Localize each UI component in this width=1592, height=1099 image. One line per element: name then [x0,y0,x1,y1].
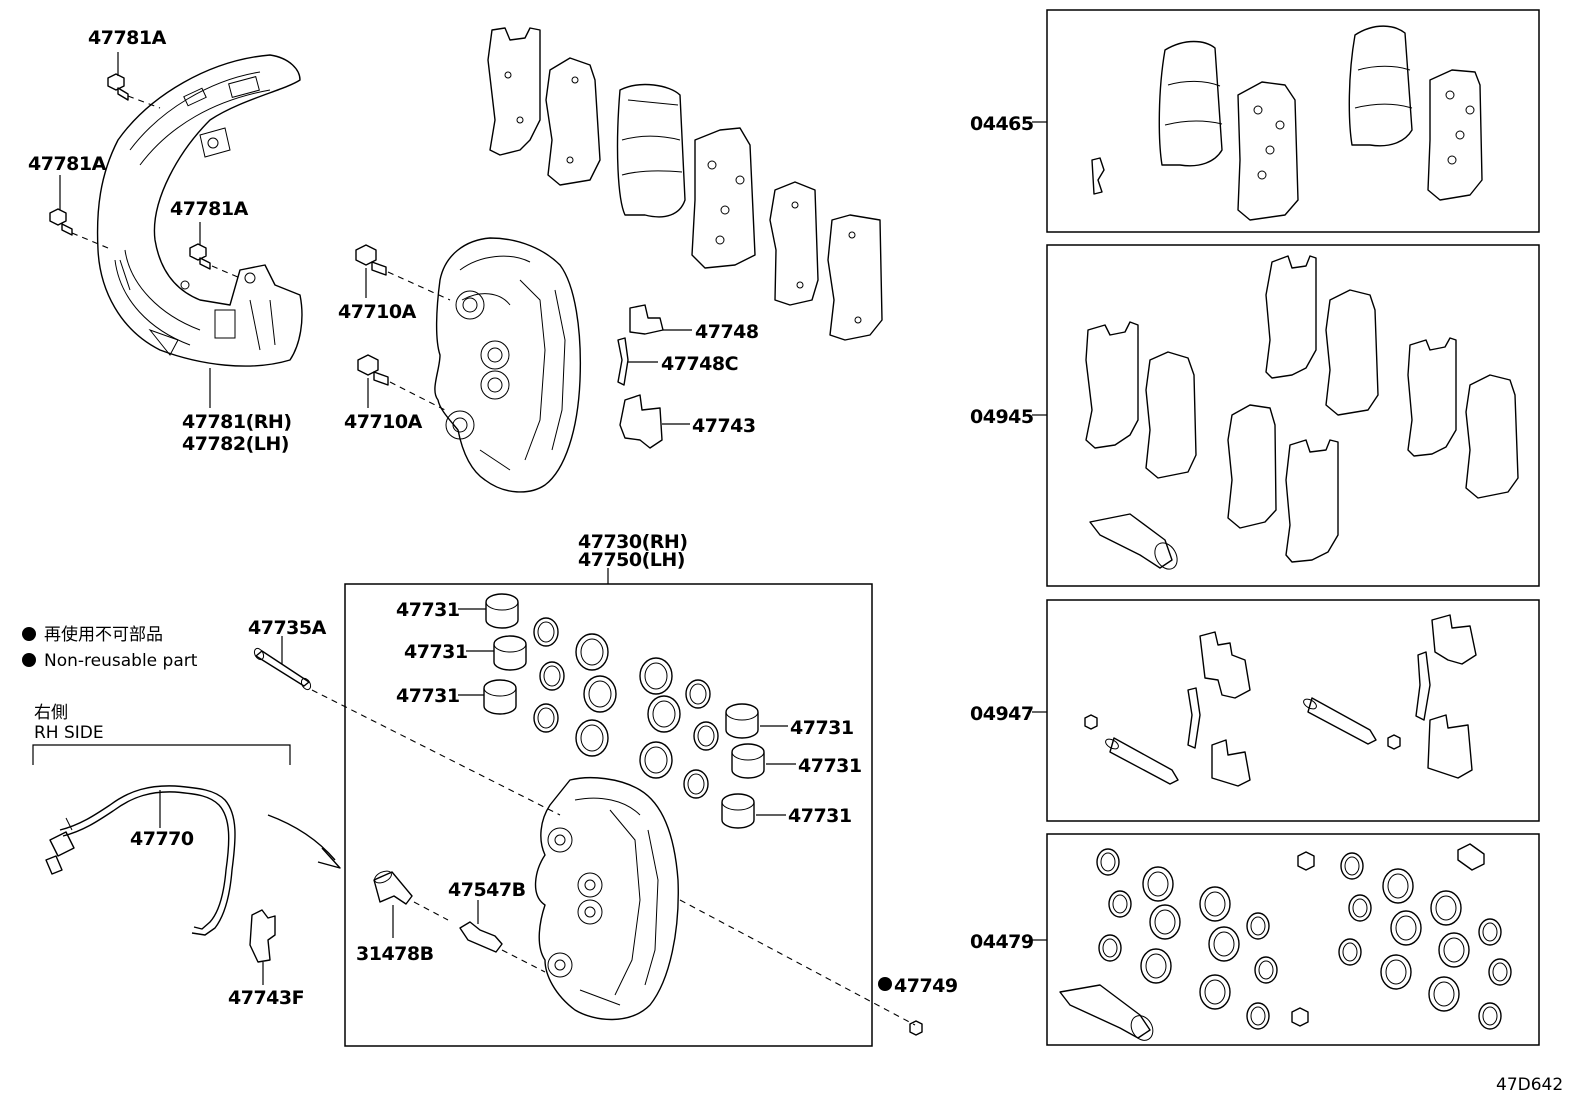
label-47781A-top: 47781A [88,27,167,49]
caliper-bracket-drawing [434,237,582,493]
label-47710A-upper: 47710A [338,301,417,323]
clip-47748C-drawing [617,337,658,386]
label-dust-cover-rh: 47781(RH) [182,411,292,433]
clip-47743-drawing [619,394,690,449]
bushing-31478B-drawing [373,870,449,921]
label-kit-04945: 04945 [970,406,1034,428]
label-47731-a: 47731 [396,599,460,621]
label-47710A-lower: 47710A [344,411,423,433]
rh-side-jp: 右側 [34,703,68,723]
label-caliper-rh: 47730(RH) [578,531,688,553]
legend-bullet-jp-icon [22,627,36,641]
piston-seal-set [483,593,765,829]
clip-47743F-drawing [249,909,276,963]
direction-arrow [267,814,336,861]
label-kit-04465: 04465 [970,113,1034,135]
kit-04947-fittings [1084,614,1477,787]
label-dust-cover-lh: 47782(LH) [182,433,289,455]
label-47748: 47748 [695,321,759,343]
diagram-code: 47D642 [1496,1075,1563,1095]
label-kit-04947: 04947 [970,703,1034,725]
kit-04945-shims [1085,255,1519,570]
legend-en: Non-reusable part [44,651,198,671]
clip-47748-drawing [629,304,692,335]
kit-04465-pads [1091,25,1483,221]
dust-cover-drawing [96,54,303,367]
bleeder-47547B-drawing [459,921,546,973]
label-47731-e: 47731 [798,755,862,777]
caliper-housing-drawing [534,777,916,1026]
kit-box-04465 [1046,9,1540,233]
label-47731-d: 47731 [790,717,854,739]
label-47731-b: 47731 [404,641,468,663]
kit-04479-seals [1059,843,1512,1041]
label-47743: 47743 [692,415,756,437]
label-47748C: 47748C [661,353,738,375]
sensor-47770-drawing [45,785,236,936]
bolt-47781A-mid [49,208,109,249]
label-47731-f: 47731 [788,805,852,827]
legend-bullet-en-icon [22,653,36,667]
label-31478B: 31478B [356,943,434,965]
bolt-47781A-top [107,73,161,109]
label-47735A: 47735A [248,617,327,639]
label-47743F: 47743F [228,987,304,1009]
label-47731-c: 47731 [396,685,460,707]
pin-47735A-drawing [253,647,561,816]
label-47770: 47770 [130,828,194,850]
rh-side-bracket [32,744,291,765]
rh-side-en: RH SIDE [34,723,104,743]
kit-box-04947 [1046,599,1540,822]
pad-shim-set [487,27,883,341]
bolt-47781A-low [189,243,241,279]
label-47749: 47749 [894,975,958,997]
bolt-47710A-upper [355,244,451,301]
label-47781A-mid: 47781A [28,153,107,175]
label-47781A-low: 47781A [170,198,249,220]
label-47547B: 47547B [448,879,526,901]
label-kit-04479: 04479 [970,931,1034,953]
bolt-47710A-lower [357,354,446,411]
label-caliper-lh: 47750(LH) [578,549,685,571]
nonreusable-47749-drawing [909,1020,923,1036]
nonreusable-47749-bullet-icon [878,977,892,991]
legend-jp: 再使用不可部品 [44,624,163,645]
kit-box-04945 [1046,244,1540,587]
